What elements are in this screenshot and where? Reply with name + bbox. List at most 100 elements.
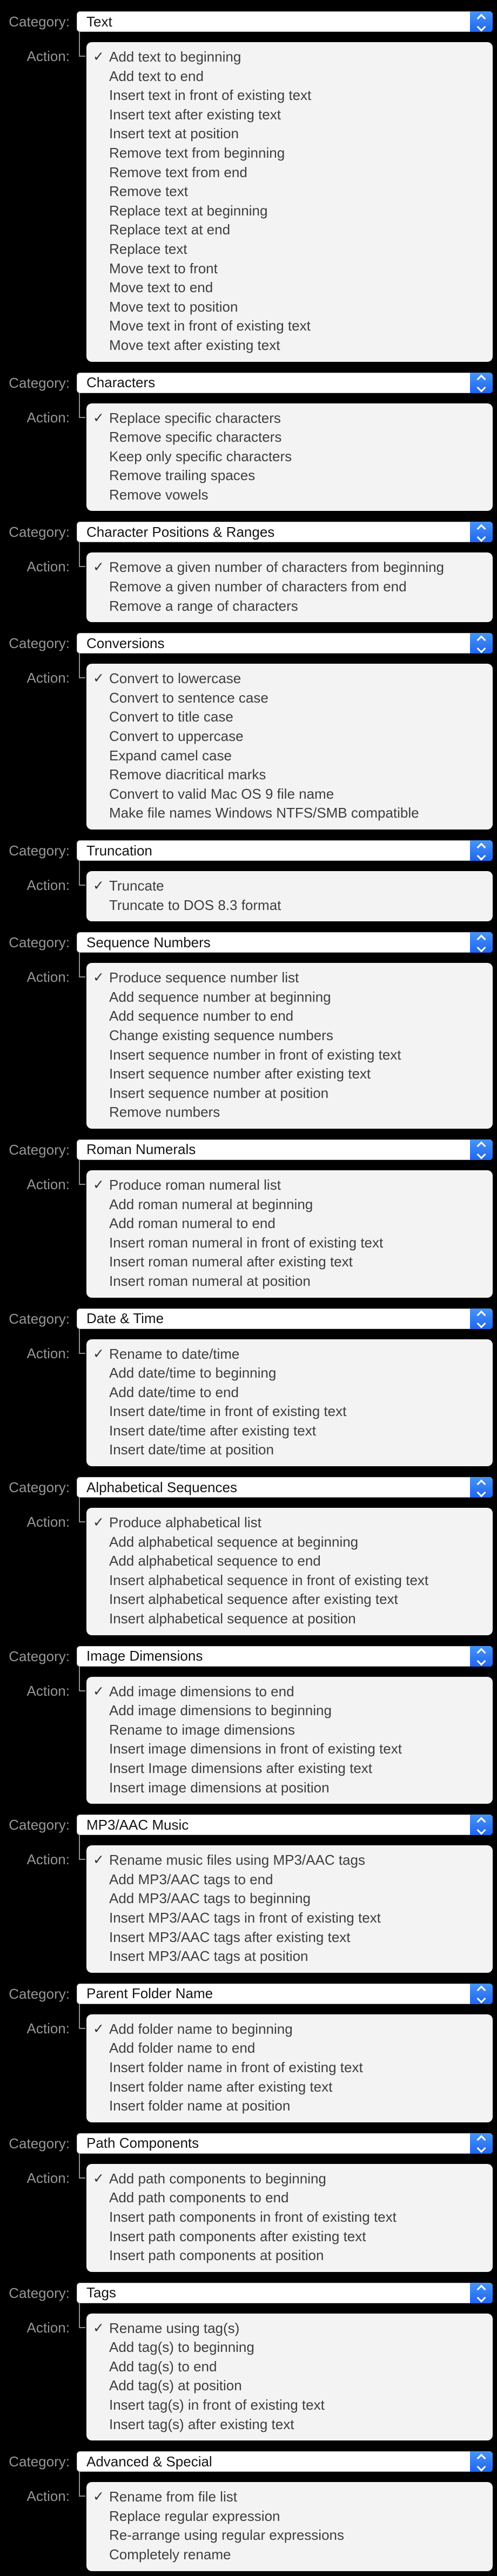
- action-item[interactable]: Remove numbers: [86, 1103, 493, 1122]
- action-item[interactable]: Insert date/time after existing text: [86, 1421, 493, 1441]
- action-item[interactable]: Add MP3/AAC tags to beginning: [86, 1889, 493, 1909]
- action-item[interactable]: Insert text after existing text: [86, 105, 493, 125]
- action-item[interactable]: Remove trailing spaces: [86, 466, 493, 485]
- action-item[interactable]: ✓Convert to lowercase: [86, 669, 493, 689]
- category-select[interactable]: Advanced & Special: [77, 2451, 493, 2472]
- action-item[interactable]: Add date/time to end: [86, 1383, 493, 1402]
- action-item[interactable]: Insert date/time at position: [86, 1440, 493, 1460]
- category-select[interactable]: Parent Folder Name: [77, 1983, 493, 2004]
- action-item[interactable]: Insert text at position: [86, 124, 493, 144]
- category-select[interactable]: Roman Numerals: [77, 1139, 493, 1160]
- action-item[interactable]: Add alphabetical sequence at beginning: [86, 1533, 493, 1552]
- action-item[interactable]: Convert to sentence case: [86, 689, 493, 708]
- action-item[interactable]: Replace text at end: [86, 220, 493, 240]
- category-select[interactable]: Path Components: [77, 2133, 493, 2154]
- category-select[interactable]: Image Dimensions: [77, 1646, 493, 1667]
- action-item[interactable]: Add roman numeral at beginning: [86, 1195, 493, 1215]
- action-item[interactable]: Insert folder name at position: [86, 2096, 493, 2116]
- category-select[interactable]: Truncation: [77, 840, 493, 861]
- action-item[interactable]: ✓Produce alphabetical list: [86, 1513, 493, 1533]
- action-item[interactable]: Remove specific characters: [86, 428, 493, 447]
- action-item[interactable]: Add alphabetical sequence to end: [86, 1552, 493, 1571]
- action-item[interactable]: Move text to end: [86, 278, 493, 298]
- category-select[interactable]: Conversions: [77, 633, 493, 654]
- action-item[interactable]: Completely rename: [86, 2545, 493, 2565]
- action-item[interactable]: Insert roman numeral in front of existin…: [86, 1233, 493, 1253]
- category-select[interactable]: MP3/AAC Music: [77, 1815, 493, 1836]
- action-item[interactable]: Remove diacritical marks: [86, 765, 493, 785]
- action-item[interactable]: Insert Image dimensions after existing t…: [86, 1759, 493, 1778]
- action-item[interactable]: Add tag(s) to beginning: [86, 2338, 493, 2357]
- action-item[interactable]: Remove text from end: [86, 163, 493, 183]
- action-item[interactable]: Insert folder name after existing text: [86, 2078, 493, 2097]
- action-item[interactable]: Insert roman numeral at position: [86, 1272, 493, 1291]
- action-item[interactable]: Insert MP3/AAC tags after existing text: [86, 1928, 493, 1947]
- action-item[interactable]: ✓Produce roman numeral list: [86, 1176, 493, 1195]
- action-item[interactable]: Change existing sequence numbers: [86, 1026, 493, 1046]
- category-select[interactable]: Sequence Numbers: [77, 932, 493, 953]
- action-item[interactable]: Move text to front: [86, 259, 493, 279]
- action-item[interactable]: Convert to valid Mac OS 9 file name: [86, 785, 493, 804]
- action-item[interactable]: Insert MP3/AAC tags in front of existing…: [86, 1909, 493, 1928]
- category-select[interactable]: Characters: [77, 372, 493, 393]
- action-item[interactable]: Remove a given number of characters from…: [86, 577, 493, 597]
- action-item[interactable]: Replace text at beginning: [86, 201, 493, 221]
- action-item[interactable]: Insert roman numeral after existing text: [86, 1252, 493, 1272]
- action-item[interactable]: Keep only specific characters: [86, 447, 493, 467]
- action-item[interactable]: Make file names Windows NTFS/SMB compati…: [86, 804, 493, 823]
- action-item[interactable]: Insert path components after existing te…: [86, 2227, 493, 2247]
- action-item[interactable]: ✓Rename music files using MP3/AAC tags: [86, 1851, 493, 1870]
- action-item[interactable]: Add roman numeral to end: [86, 1214, 493, 1233]
- action-item[interactable]: Remove a range of characters: [86, 597, 493, 616]
- category-select[interactable]: Text: [77, 11, 493, 32]
- action-item[interactable]: Insert sequence number in front of exist…: [86, 1046, 493, 1065]
- action-item[interactable]: Add sequence number at beginning: [86, 988, 493, 1007]
- action-item[interactable]: Insert tag(s) in front of existing text: [86, 2396, 493, 2415]
- action-item[interactable]: Add folder name to end: [86, 2039, 493, 2058]
- action-item[interactable]: Insert sequence number at position: [86, 1084, 493, 1103]
- action-item[interactable]: Replace text: [86, 240, 493, 259]
- action-item[interactable]: Truncate to DOS 8.3 format: [86, 896, 493, 915]
- action-item[interactable]: Remove text: [86, 182, 493, 201]
- action-item[interactable]: ✓Add image dimensions to end: [86, 1682, 493, 1702]
- action-item[interactable]: Add MP3/AAC tags to end: [86, 1870, 493, 1890]
- action-item[interactable]: Remove vowels: [86, 485, 493, 505]
- action-item[interactable]: Insert MP3/AAC tags at position: [86, 1947, 493, 1966]
- category-select[interactable]: Alphabetical Sequences: [77, 1477, 493, 1498]
- action-item[interactable]: Insert date/time in front of existing te…: [86, 1402, 493, 1421]
- category-select[interactable]: Tags: [77, 2282, 493, 2303]
- action-item[interactable]: Add sequence number to end: [86, 1007, 493, 1026]
- action-item[interactable]: ✓Rename from file list: [86, 2487, 493, 2507]
- action-item[interactable]: Insert alphabetical sequence after exist…: [86, 1590, 493, 1609]
- action-item[interactable]: ✓Add text to beginning: [86, 48, 493, 67]
- action-item[interactable]: ✓Replace specific characters: [86, 409, 493, 428]
- action-item[interactable]: Insert sequence number after existing te…: [86, 1064, 493, 1084]
- action-item[interactable]: Convert to title case: [86, 707, 493, 727]
- category-select[interactable]: Date & Time: [77, 1308, 493, 1329]
- action-item[interactable]: Add path components to end: [86, 2188, 493, 2208]
- action-item[interactable]: Rename to image dimensions: [86, 1721, 493, 1740]
- action-item[interactable]: Add tag(s) at position: [86, 2376, 493, 2396]
- action-item[interactable]: ✓Truncate: [86, 876, 493, 896]
- category-select[interactable]: Character Positions & Ranges: [77, 522, 493, 543]
- action-item[interactable]: Add image dimensions to beginning: [86, 1701, 493, 1721]
- action-item[interactable]: Add tag(s) to end: [86, 2357, 493, 2377]
- action-item[interactable]: Insert tag(s) after existing text: [86, 2415, 493, 2435]
- action-item[interactable]: Move text after existing text: [86, 336, 493, 355]
- action-item[interactable]: ✓Rename to date/time: [86, 1345, 493, 1364]
- action-item[interactable]: ✓Add folder name to beginning: [86, 2020, 493, 2039]
- action-item[interactable]: Add text to end: [86, 67, 493, 86]
- action-item[interactable]: Move text to position: [86, 298, 493, 317]
- action-item[interactable]: Replace regular expression: [86, 2507, 493, 2526]
- action-item[interactable]: Remove text from beginning: [86, 144, 493, 163]
- action-item[interactable]: ✓Produce sequence number list: [86, 968, 493, 988]
- action-item[interactable]: Expand camel case: [86, 746, 493, 766]
- action-item[interactable]: Re-arrange using regular expressions: [86, 2526, 493, 2545]
- action-item[interactable]: Insert image dimensions at position: [86, 1778, 493, 1798]
- action-item[interactable]: Insert path components in front of exist…: [86, 2208, 493, 2227]
- action-item[interactable]: Add date/time to beginning: [86, 1364, 493, 1383]
- action-item[interactable]: Insert alphabetical sequence at position: [86, 1609, 493, 1629]
- action-item[interactable]: Move text in front of existing text: [86, 316, 493, 336]
- action-item[interactable]: Insert path components at position: [86, 2246, 493, 2265]
- action-item[interactable]: Insert image dimensions in front of exis…: [86, 1739, 493, 1759]
